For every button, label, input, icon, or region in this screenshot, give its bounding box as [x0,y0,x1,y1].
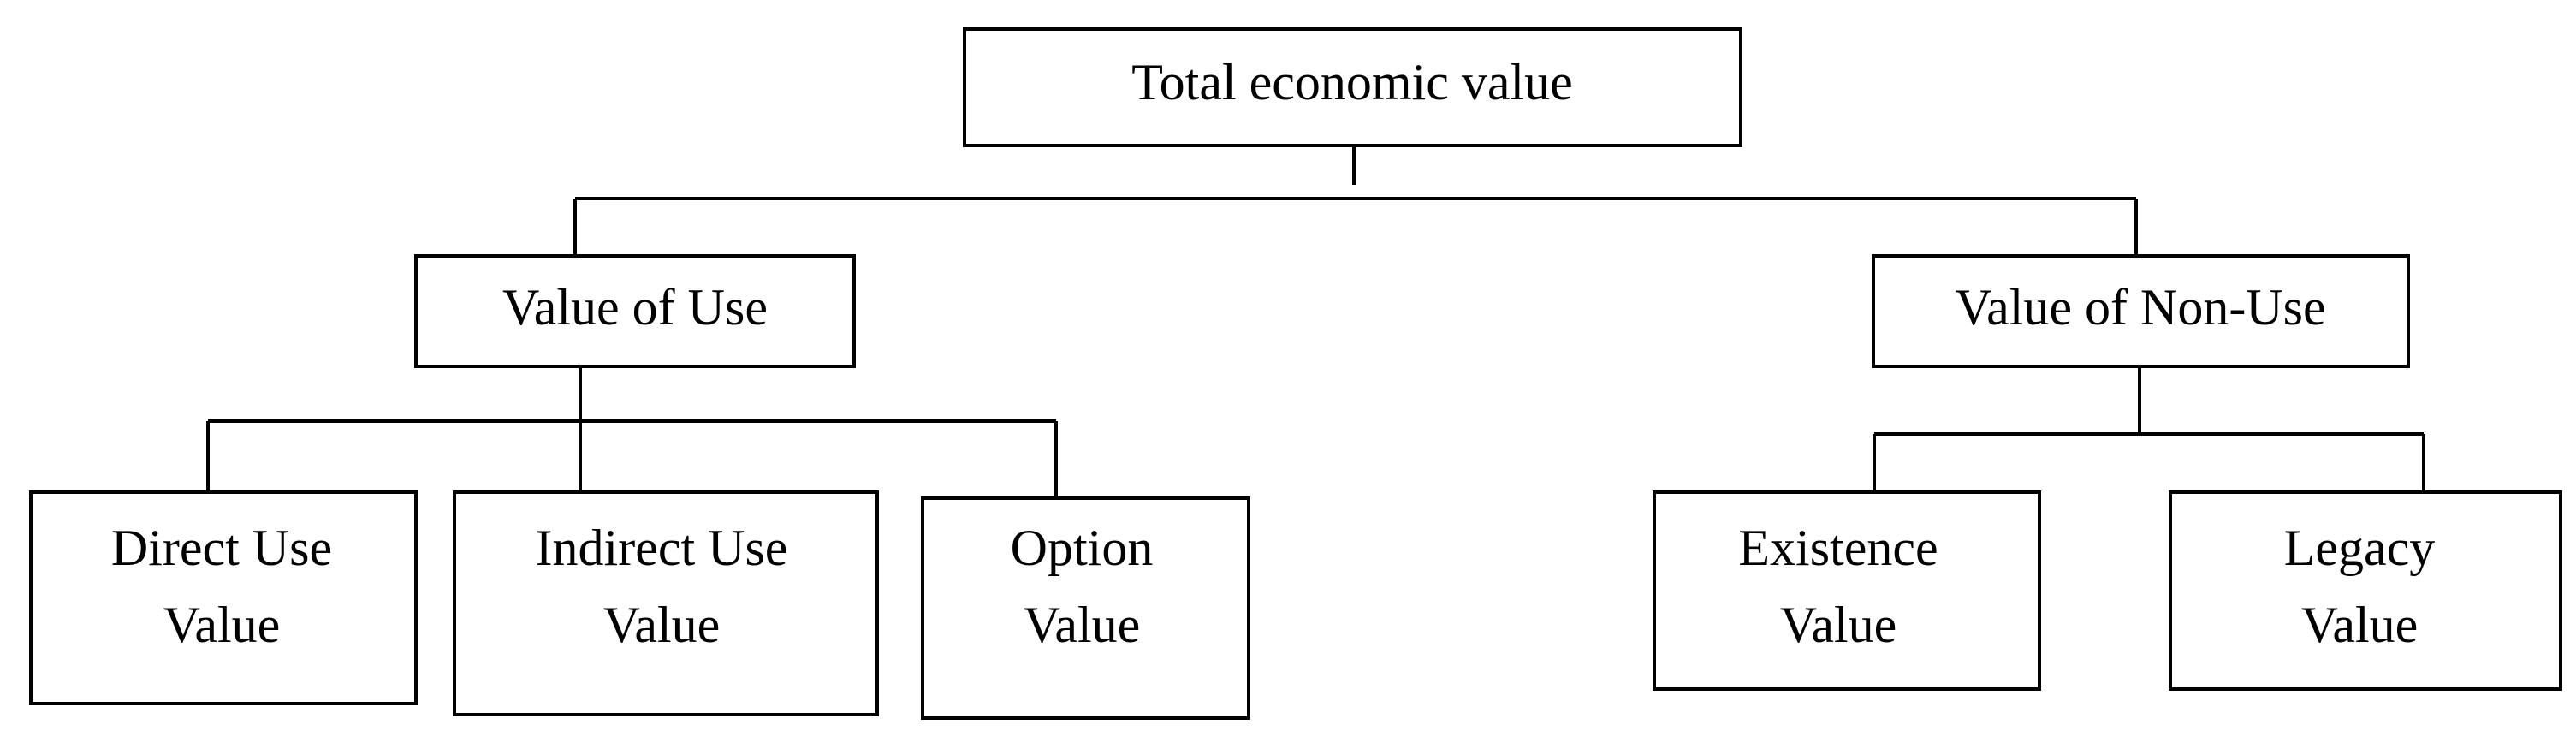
node-label-line-2: Value [603,597,721,653]
node-box [2169,490,2562,691]
node-value-of-use: Value of Use [414,254,856,368]
node-label-line-1: Legacy [2284,520,2436,576]
node-label-line-2: Value [2301,597,2419,653]
node-label: Value of Use [502,279,768,336]
node-label: Option [1011,520,1154,576]
node-label-line-1: Option [1011,520,1154,576]
node-label-line-2: Value [1780,597,1897,653]
node-label: Value [163,597,281,653]
node-label: Value [603,597,721,653]
node-box [414,254,856,368]
node-label: Indirect Use [536,520,788,576]
node-existence-value: Existence Value [1653,490,2041,691]
node-direct-use-value: Direct Use Value [29,490,418,705]
node-box [453,490,879,716]
node-box [29,490,418,705]
node-label: Value [1024,597,1141,653]
node-box [1653,490,2041,691]
node-label: Value [1780,597,1897,653]
node-label-line-1: Indirect Use [536,520,788,576]
node-option-value: Option Value [921,496,1250,720]
node-label-line-2: Value [1024,597,1141,653]
node-box [1872,254,2410,368]
node-total-economic-value: Total economic value [963,27,1742,147]
node-label: Legacy [2284,520,2436,576]
node-indirect-use-value: Indirect Use Value [453,490,879,716]
node-label: Direct Use [111,520,332,576]
connectors [206,146,2425,498]
node-label-line-1: Direct Use [111,520,332,576]
node-label: Value [2301,597,2419,653]
node-box [963,27,1742,147]
node-box [921,496,1250,720]
node-value-of-non-use: Value of Non-Use [1872,254,2410,368]
node-legacy-value: Legacy Value [2169,490,2562,691]
node-label-line-2: Value [163,597,281,653]
node-label-line-1: Existence [1738,520,1938,576]
node-label: Value of Non-Use [1955,279,2325,336]
node-label: Existence [1738,520,1938,576]
node-label: Total economic value [1131,54,1573,110]
